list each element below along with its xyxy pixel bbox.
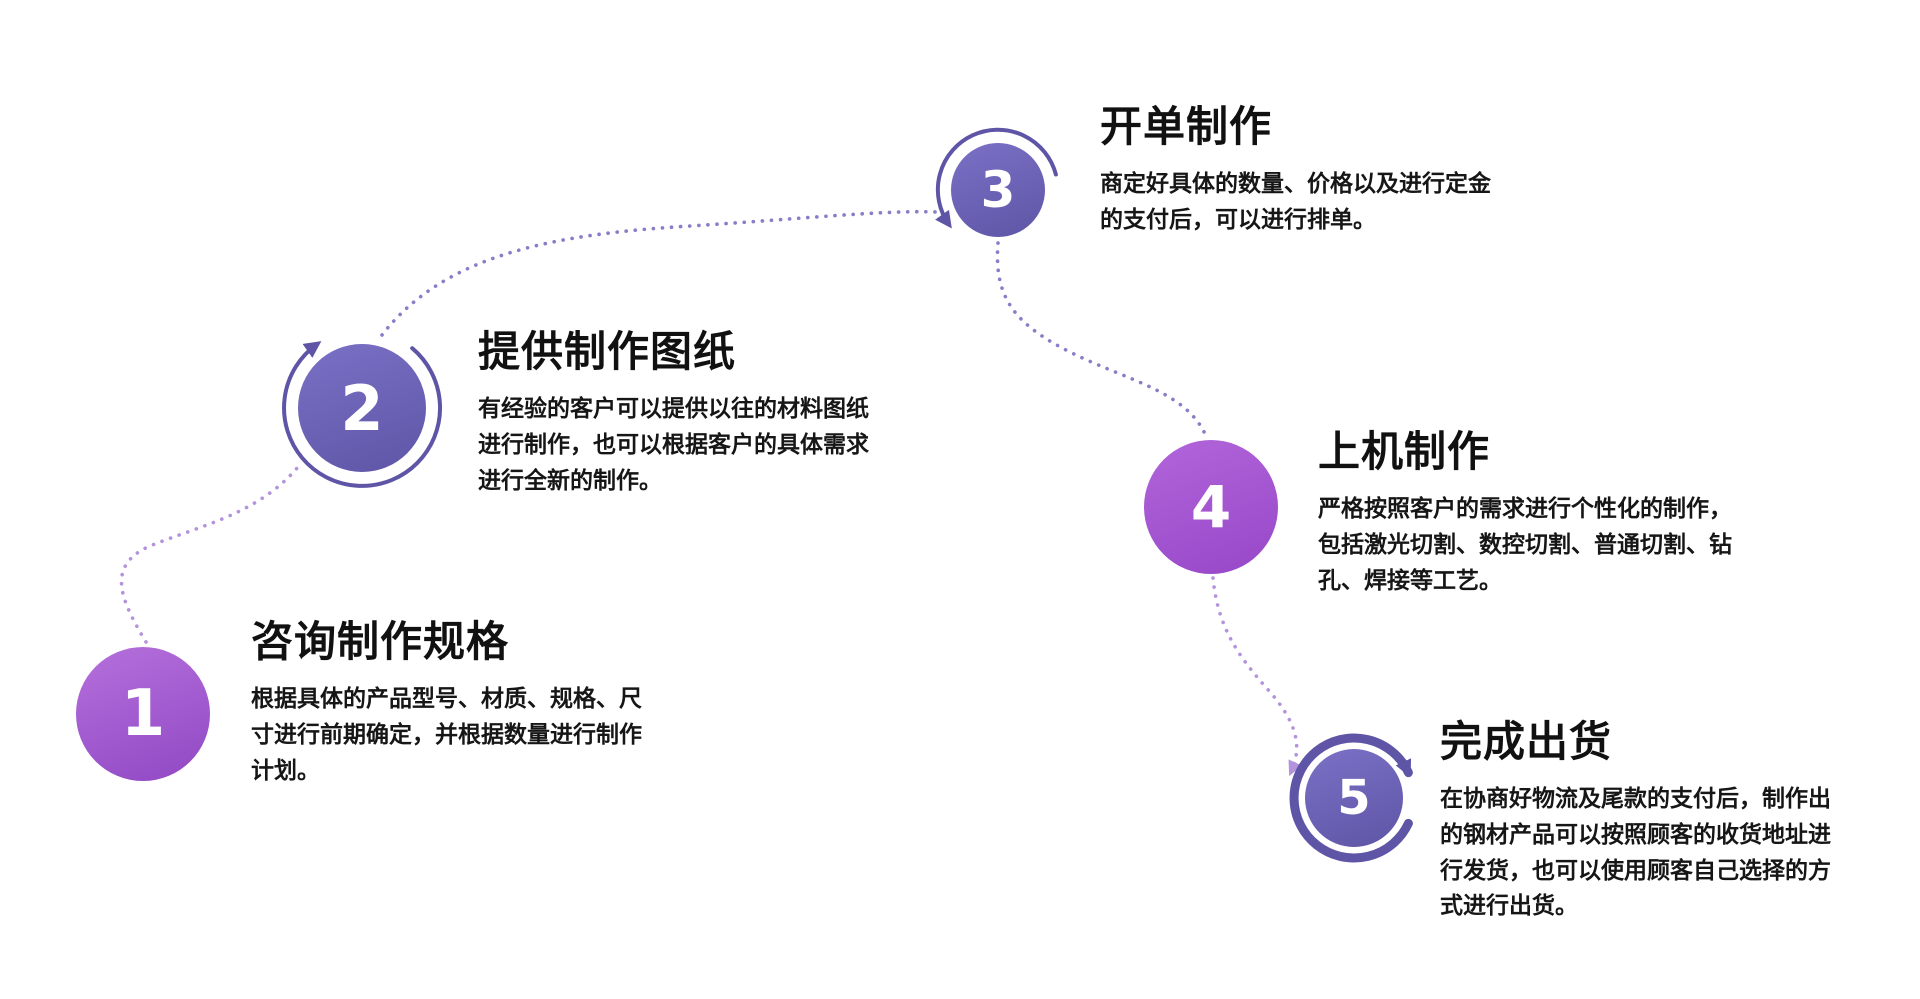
step3-rotation-arrow-icon [935, 127, 1058, 229]
step-1-circle: 1 [76, 647, 210, 781]
connector-step1-step2 [119, 460, 304, 644]
step-3-textblock: 开单制作 商定好具体的数量、价格以及进行定金的支付后，可以进行排单。 [1100, 102, 1496, 239]
step2-rotation-arrow-icon [282, 341, 443, 488]
step-4-textblock: 上机制作 严格按照客户的需求进行个性化的制作，包括激光切割、数控切割、普通切割、… [1318, 427, 1738, 599]
step-3-number: 3 [980, 161, 1016, 219]
step-2-title: 提供制作图纸 [478, 327, 737, 376]
step-1-textblock: 咨询制作规格 根据具体的产品型号、材质、规格、尺寸进行前期确定，并根据数量进行制… [251, 617, 647, 789]
connector-step3-step4 [995, 241, 1208, 438]
step-4-title: 上机制作 [1318, 427, 1491, 476]
step-2-circle: 2 [298, 344, 426, 472]
connector-step2-step3 [380, 209, 938, 337]
step-3-title: 开单制作 [1100, 102, 1273, 151]
step-2-description: 有经验的客户可以提供以往的材料图纸进行制作，也可以根据客户的具体需求进行全新的制… [478, 396, 869, 494]
step-5-textblock: 完成出货 在协商好物流及尾款的支付后，制作出的钢材产品可以按照顾客的收货地址进行… [1440, 717, 1836, 925]
step-1-number: 1 [120, 677, 166, 751]
step-1-title: 咨询制作规格 [251, 617, 510, 666]
step5-rotation-arrow-icon [1289, 733, 1413, 863]
step-4-description: 严格按照客户的需求进行个性化的制作，包括激光切割、数控切割、普通切割、钻孔、焊接… [1318, 496, 1732, 594]
step-5-description: 在协商好物流及尾款的支付后，制作出的钢材产品可以按照顾客的收货地址进行发货，也可… [1440, 786, 1831, 920]
step-4-number: 4 [1190, 473, 1232, 541]
step-5-title: 完成出货 [1440, 717, 1613, 766]
step-2-textblock: 提供制作图纸 有经验的客户可以提供以往的材料图纸进行制作，也可以根据客户的具体需… [478, 327, 874, 499]
step-5-circle: 5 [1305, 749, 1403, 847]
step-2-number: 2 [340, 371, 384, 445]
step-3-circle: 3 [951, 143, 1045, 237]
step-5-number: 5 [1337, 770, 1371, 826]
step-1-description: 根据具体的产品型号、材质、规格、尺寸进行前期确定，并根据数量进行制作计划。 [251, 686, 642, 784]
connector-step4-step5 [1211, 576, 1303, 777]
step-4-circle: 4 [1144, 440, 1278, 574]
step-3-description: 商定好具体的数量、价格以及进行定金的支付后，可以进行排单。 [1100, 171, 1491, 233]
